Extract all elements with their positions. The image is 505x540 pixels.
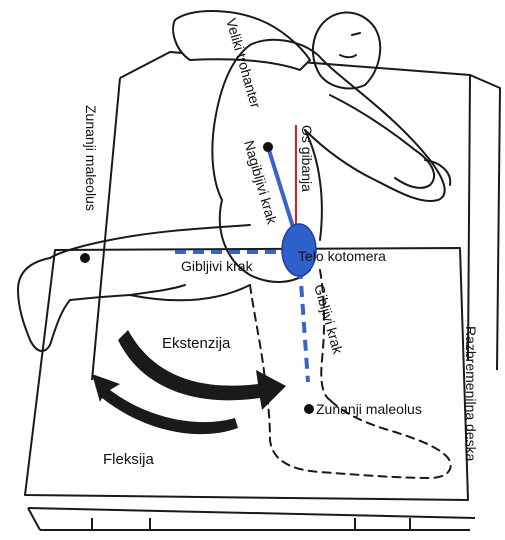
lateral-malleolus-dot-left	[80, 253, 90, 263]
trochanter-dot	[263, 142, 273, 152]
patient-figure	[18, 12, 450, 351]
label-zunanji-maleolus-left: Zunanji maleolus	[83, 105, 99, 211]
label-ekstenzija: Ekstenzija	[162, 335, 231, 352]
moving-arm-vertical	[300, 268, 308, 382]
label-os-gibanja: Os gibanja	[299, 125, 315, 192]
lateral-malleolus-dot-right	[304, 404, 314, 414]
label-gibljivi-krak-vertical: Gibljivi krak	[311, 282, 346, 356]
label-fleksija: Fleksija	[103, 451, 155, 468]
label-nagibljivi-krak: Nagibljivi krak	[241, 138, 280, 226]
label-gibljivi-krak-horizontal: Gibljivi krak	[181, 258, 254, 274]
label-telo-kotomera: Telo kotomera	[298, 248, 386, 264]
label-razbremenilna-deska: Razbremenilna deska	[463, 326, 479, 462]
label-zunanji-maleolus-right: Zunanji maleolus	[316, 401, 422, 417]
dashed-leg-outline	[250, 270, 451, 478]
